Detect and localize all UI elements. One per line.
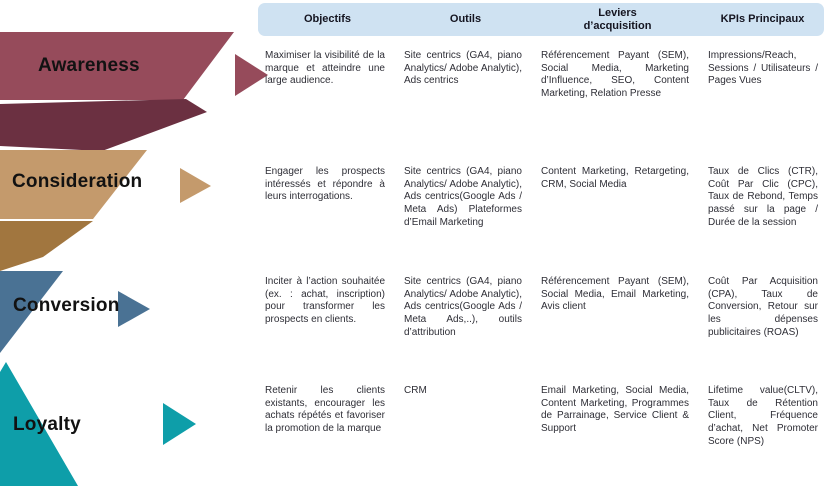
consideration-arrow-icon [180, 168, 211, 203]
cell-loyalty-outils: CRM [404, 385, 427, 396]
cell-loyalty-objectifs: Retenir les clients existants, encourage… [265, 385, 385, 435]
cell-consideration-kpis: Taux de Clics (CTR), Coût Par Clic (CPC)… [708, 166, 818, 228]
cell-awareness-outils: Site centrics (GA4, piano Analytics/ Ado… [404, 50, 522, 87]
cell-awareness-objectifs: Maximiser la visibilité de la marque et … [265, 50, 385, 87]
loyalty-band-shape [0, 362, 78, 486]
cell-consideration-outils: Site centrics (GA4, piano Analytics/ Ado… [404, 166, 522, 228]
awareness-band-shape [0, 32, 234, 100]
cell-loyalty-kpis: Lifetime value(CLTV), Taux de Rétention … [708, 385, 818, 447]
awareness-shadow-shape [0, 99, 207, 151]
column-header-outils: Outils [449, 13, 482, 26]
cell-conversion-objectifs: Inciter à l’action souhaitée (ex. : acha… [265, 276, 385, 326]
table-header-row: Objectifs Outils Leviers d’acquisition K… [258, 3, 824, 36]
loyalty-arrow-icon [163, 403, 196, 445]
cell-awareness-leviers: Référencement Payant (SEM), Social Media… [541, 50, 689, 100]
cell-conversion-kpis: Coût Par Acquisition (CPA), Taux de Conv… [708, 276, 818, 338]
column-header-leviers: Leviers d’acquisition [583, 6, 652, 32]
table-row-loyalty: Retenir les clients existants, encourage… [258, 383, 824, 448]
column-header-objectifs: Objectifs [303, 13, 352, 26]
consideration-shadow-shape [0, 221, 93, 271]
cell-consideration-objectifs: Engager les prospects intéressés et répo… [265, 166, 385, 203]
table-row-consideration: Engager les prospects intéressés et répo… [258, 164, 824, 229]
consideration-band-shape [0, 150, 147, 219]
conversion-band-shape [0, 271, 63, 353]
stage-label-consideration: Consideration [12, 171, 143, 192]
cell-consideration-leviers: Content Marketing, Retargeting, CRM, Soc… [541, 166, 689, 190]
cell-conversion-leviers: Référencement Payant (SEM), Social Media… [541, 276, 689, 313]
funnel-table: Objectifs Outils Leviers d’acquisition K… [258, 0, 824, 486]
stage-label-loyalty: Loyalty [13, 414, 81, 435]
table-row-awareness: Maximiser la visibilité de la marque et … [258, 48, 824, 101]
awareness-arrow-icon [235, 54, 268, 96]
stage-label-awareness: Awareness [38, 55, 140, 76]
cell-loyalty-leviers: Email Marketing, Social Media, Content M… [541, 385, 689, 435]
conversion-arrow-icon [118, 291, 150, 327]
cell-conversion-outils: Site centrics (GA4, piano Analytics/ Ado… [404, 276, 522, 338]
stage-label-conversion: Conversion [13, 295, 120, 316]
column-header-kpis: KPIs Principaux [720, 13, 805, 26]
table-row-conversion: Inciter à l’action souhaitée (ex. : acha… [258, 274, 824, 339]
cell-awareness-kpis: Impressions/Reach, Sessions / Utilisateu… [708, 50, 818, 87]
